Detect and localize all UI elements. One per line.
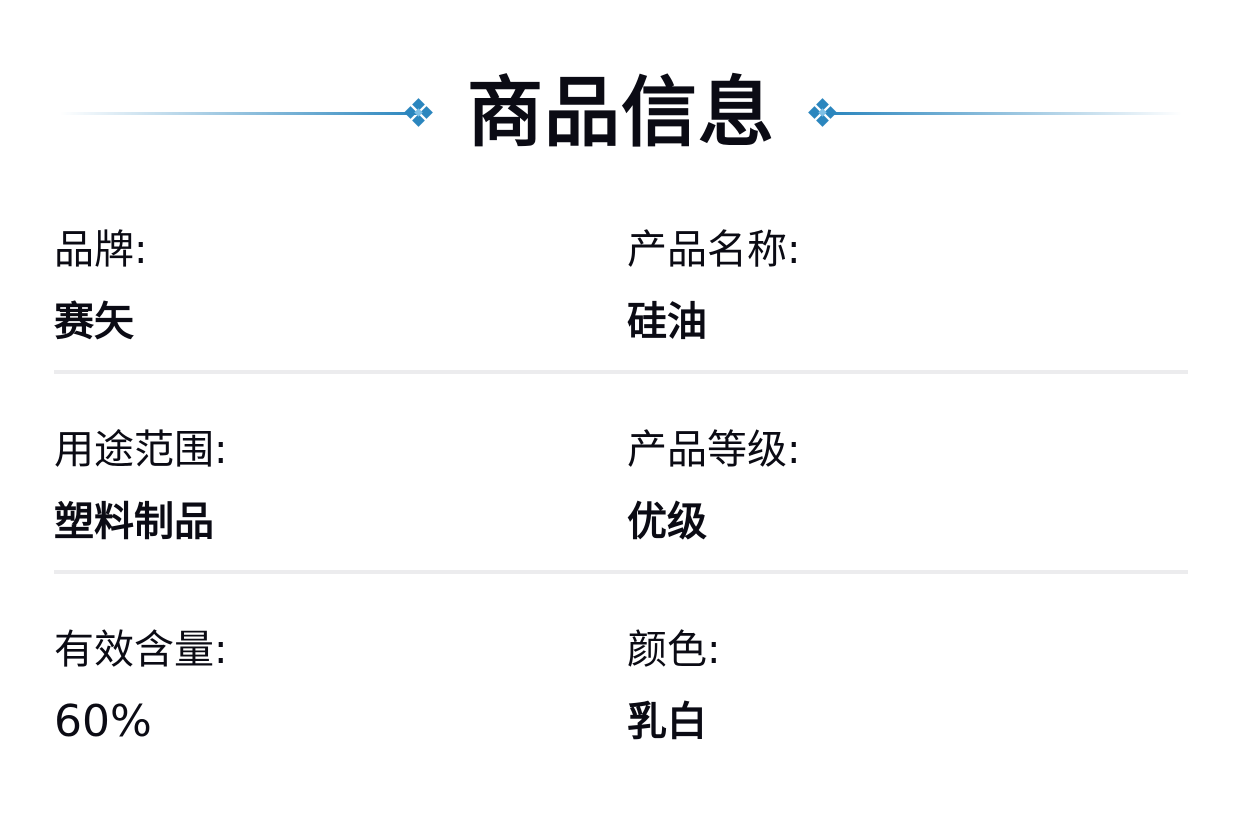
field-value: 硅油: [627, 299, 707, 345]
field-value: 优级: [627, 499, 707, 545]
info-field-color: 颜色: 乳白: [627, 622, 1167, 750]
info-row: 有效含量: 60% 颜色: 乳白: [54, 622, 1188, 772]
info-field-brand: 品牌: 赛矢: [54, 222, 594, 350]
page-title: 商品信息: [467, 68, 775, 157]
info-field-product-grade: 产品等级: 优级: [627, 422, 1167, 550]
header-line-right: [830, 112, 1182, 115]
diamond-ornament-icon: [808, 98, 837, 127]
info-row: 品牌: 赛矢 产品名称: 硅油: [54, 222, 1188, 372]
field-value: 乳白: [627, 699, 707, 745]
row-divider: [54, 370, 1188, 374]
field-label: 用途范围:: [54, 427, 228, 473]
field-value: 60%: [54, 696, 152, 747]
diamond-ornament-icon: [404, 98, 433, 127]
header-line-left: [60, 112, 418, 115]
field-label: 产品名称:: [627, 227, 801, 273]
field-value: 塑料制品: [54, 499, 214, 545]
info-field-product-name: 产品名称: 硅油: [627, 222, 1167, 350]
row-divider: [54, 570, 1188, 574]
field-label: 有效含量:: [54, 627, 228, 673]
info-field-effective-content: 有效含量: 60%: [54, 622, 594, 750]
info-row: 用途范围: 塑料制品 产品等级: 优级: [54, 422, 1188, 572]
field-label: 产品等级:: [627, 427, 801, 473]
field-label: 品牌:: [54, 227, 148, 273]
field-value: 赛矢: [54, 299, 134, 345]
section-header: 商品信息: [0, 60, 1242, 160]
field-label: 颜色:: [627, 627, 721, 673]
info-field-usage-scope: 用途范围: 塑料制品: [54, 422, 594, 550]
